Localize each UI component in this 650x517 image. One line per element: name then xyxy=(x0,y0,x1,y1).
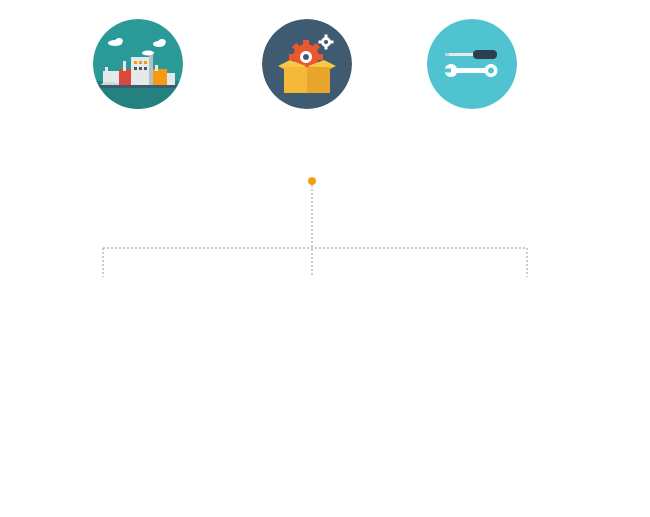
tools-icon xyxy=(427,19,517,109)
box-gear-icon xyxy=(262,19,352,109)
connector-dot xyxy=(308,177,316,185)
